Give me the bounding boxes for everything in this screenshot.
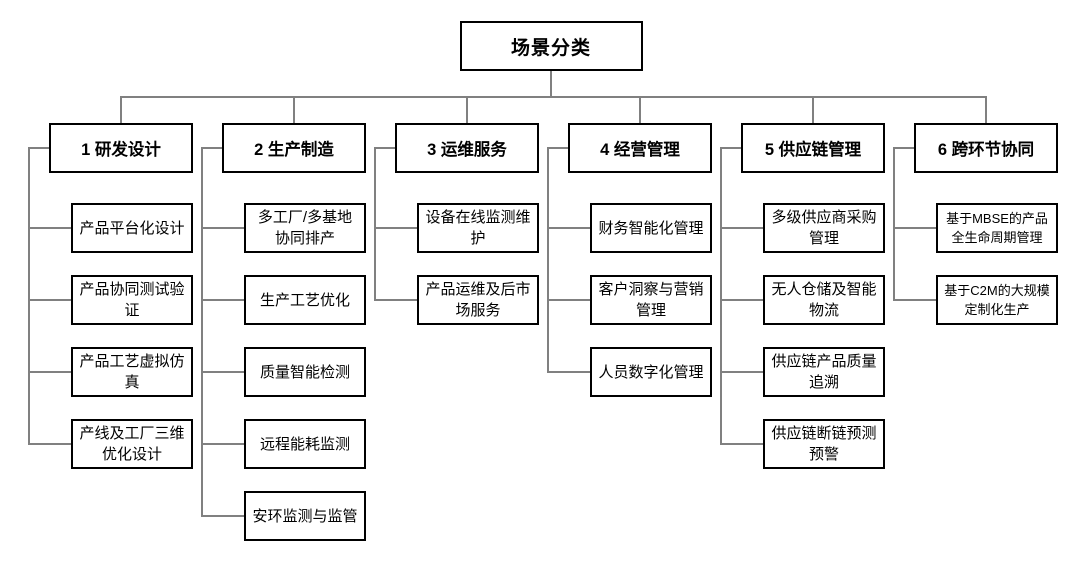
leaf-node: 人员数字化管理	[590, 347, 712, 397]
leaf-node: 安环监测与监管	[244, 491, 366, 541]
root-drop-line	[550, 71, 552, 97]
header-drop-line	[639, 97, 641, 123]
leaf-node: 设备在线监测维护	[417, 203, 539, 253]
branch-spine-line	[893, 147, 895, 301]
branch-header-node: 4 经营管理	[568, 123, 712, 173]
tree-bus-line	[120, 96, 987, 98]
header-stub-line	[201, 147, 222, 149]
node-stub-line	[547, 371, 590, 373]
leaf-node: 多工厂/多基地协同排产	[244, 203, 366, 253]
header-drop-line	[812, 97, 814, 123]
leaf-node: 产品运维及后市场服务	[417, 275, 539, 325]
header-drop-line	[293, 97, 295, 123]
header-drop-line	[466, 97, 468, 123]
header-drop-line	[120, 97, 122, 123]
branch-header-node: 5 供应链管理	[741, 123, 885, 173]
node-stub-line	[720, 443, 763, 445]
leaf-node: 产品工艺虚拟仿真	[71, 347, 193, 397]
header-drop-line	[985, 97, 987, 123]
header-stub-line	[374, 147, 395, 149]
node-stub-line	[201, 515, 244, 517]
node-stub-line	[28, 299, 71, 301]
leaf-node: 基于C2M的大规模定制化生产	[936, 275, 1058, 325]
leaf-node: 产品协同测试验证	[71, 275, 193, 325]
node-stub-line	[547, 227, 590, 229]
node-stub-line	[893, 299, 936, 301]
header-stub-line	[720, 147, 741, 149]
node-stub-line	[720, 299, 763, 301]
header-stub-line	[893, 147, 914, 149]
leaf-node: 多级供应商采购管理	[763, 203, 885, 253]
node-stub-line	[201, 371, 244, 373]
node-stub-line	[720, 371, 763, 373]
branch-spine-line	[547, 147, 549, 373]
branch-header-node: 1 研发设计	[49, 123, 193, 173]
branch-spine-line	[374, 147, 376, 301]
leaf-node: 客户洞察与营销管理	[590, 275, 712, 325]
header-stub-line	[547, 147, 568, 149]
leaf-node: 供应链产品质量追溯	[763, 347, 885, 397]
leaf-node: 无人仓储及智能物流	[763, 275, 885, 325]
node-stub-line	[28, 371, 71, 373]
branch-spine-line	[720, 147, 722, 445]
node-stub-line	[374, 299, 417, 301]
leaf-node: 产线及工厂三维优化设计	[71, 419, 193, 469]
node-stub-line	[201, 299, 244, 301]
node-stub-line	[374, 227, 417, 229]
node-stub-line	[28, 227, 71, 229]
leaf-node: 远程能耗监测	[244, 419, 366, 469]
node-stub-line	[201, 227, 244, 229]
branch-spine-line	[28, 147, 30, 445]
leaf-node: 产品平台化设计	[71, 203, 193, 253]
leaf-node: 供应链断链预测预警	[763, 419, 885, 469]
header-stub-line	[28, 147, 49, 149]
branch-header-node: 6 跨环节协同	[914, 123, 1058, 173]
branch-header-node: 3 运维服务	[395, 123, 539, 173]
node-stub-line	[201, 443, 244, 445]
node-stub-line	[720, 227, 763, 229]
branch-spine-line	[201, 147, 203, 517]
node-stub-line	[893, 227, 936, 229]
leaf-node: 基于MBSE的产品全生命周期管理	[936, 203, 1058, 253]
leaf-node: 财务智能化管理	[590, 203, 712, 253]
node-stub-line	[28, 443, 71, 445]
root-node: 场景分类	[459, 21, 643, 71]
branch-header-node: 2 生产制造	[222, 123, 366, 173]
leaf-node: 质量智能检测	[244, 347, 366, 397]
node-stub-line	[547, 299, 590, 301]
leaf-node: 生产工艺优化	[244, 275, 366, 325]
